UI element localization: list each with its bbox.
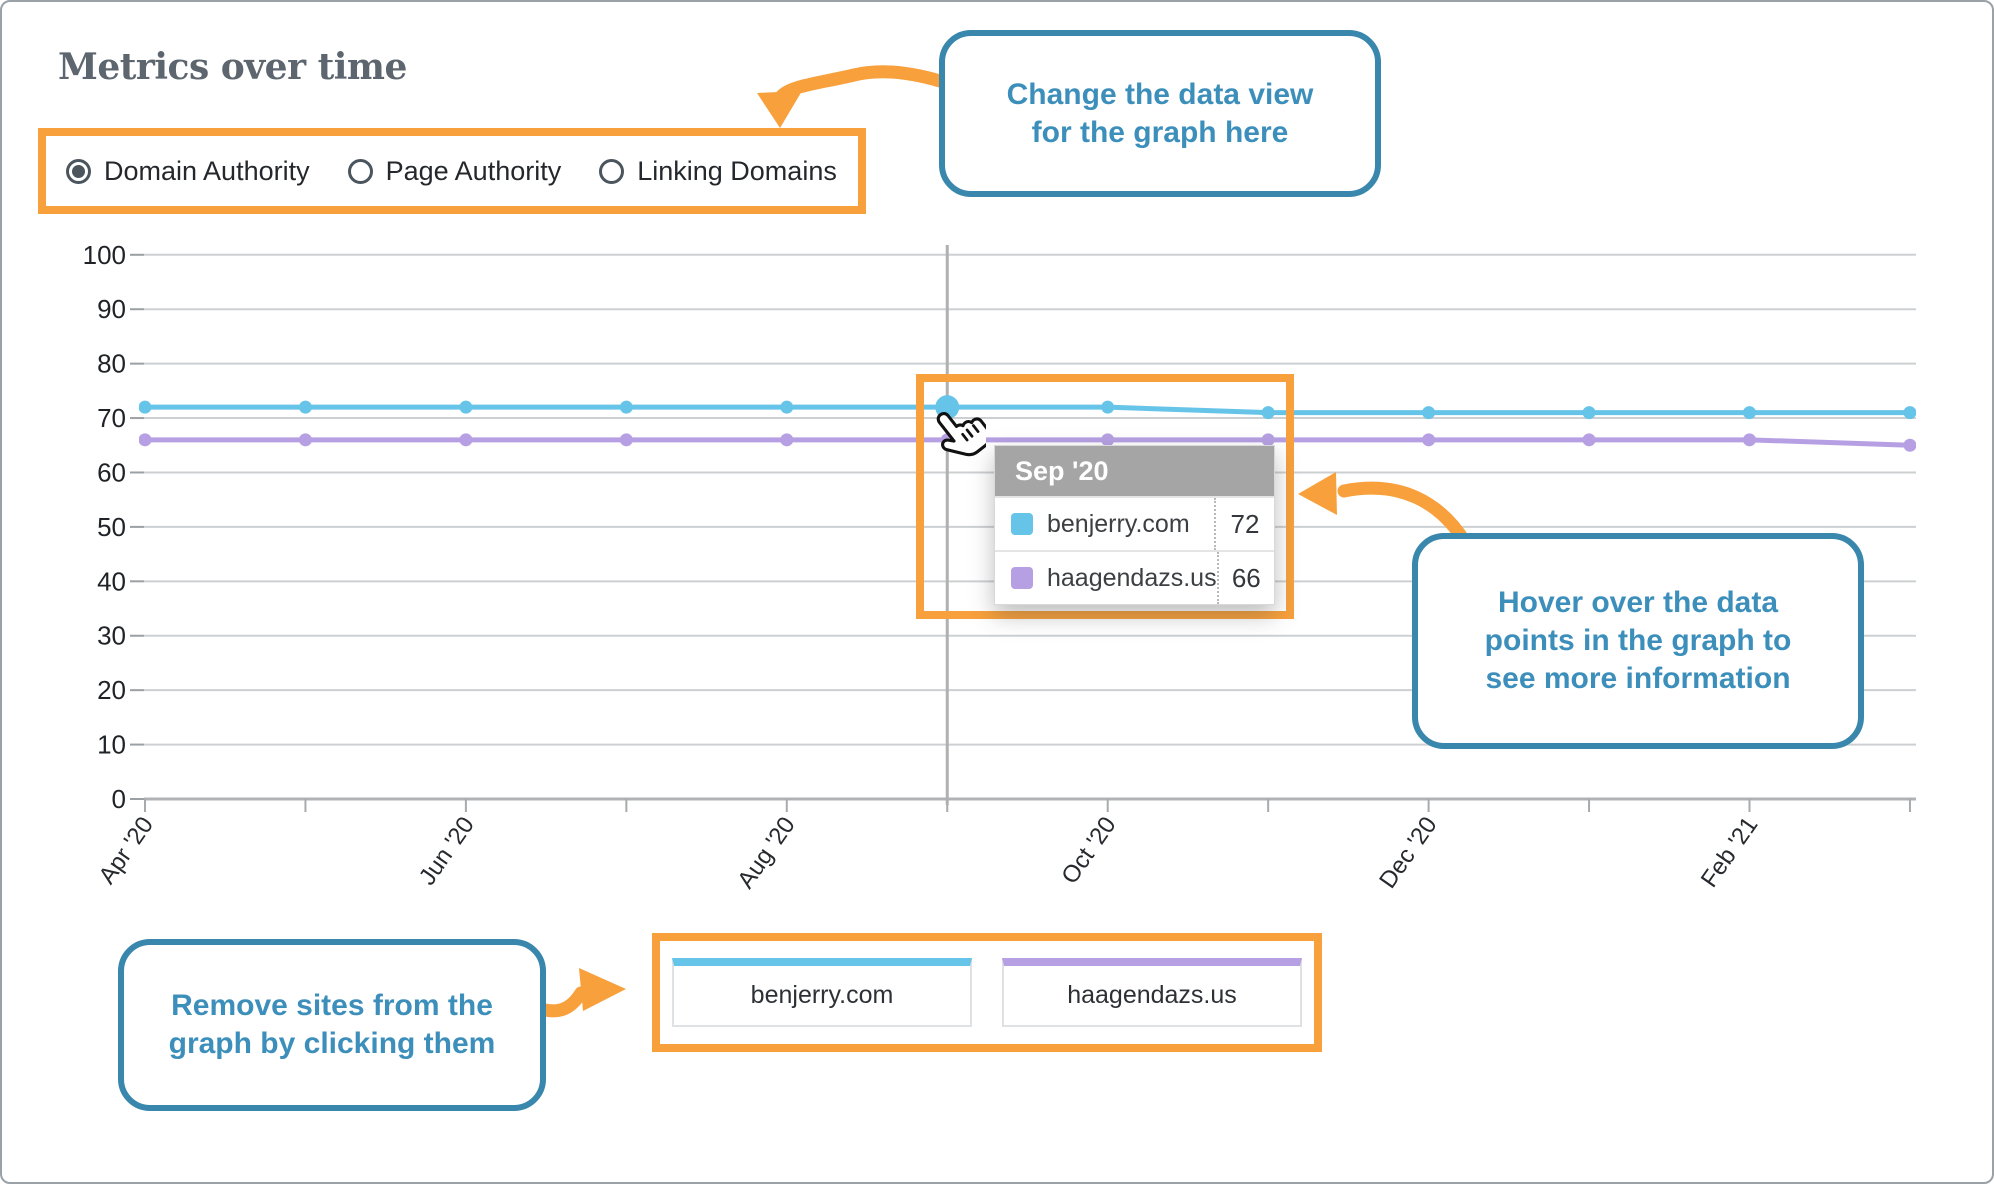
radio-page-authority[interactable]: Page Authority: [347, 155, 562, 187]
benjerry-series-swatch-icon: [1011, 513, 1033, 535]
svg-text:Aug '20: Aug '20: [732, 812, 800, 894]
metric-selector-highlight-box: Domain Authority Page Authority Linking …: [38, 128, 866, 214]
callout-text: Change the data view for the graph here: [1006, 77, 1314, 149]
tooltip-site-value: 66: [1216, 552, 1274, 604]
svg-text:40: 40: [97, 566, 126, 596]
svg-text:100: 100: [83, 240, 126, 270]
chart-tooltip: Sep '20 benjerry.com 72 haagendazs.us 66: [994, 445, 1275, 605]
tooltip-date-header: Sep '20: [995, 446, 1274, 496]
svg-text:0: 0: [112, 784, 126, 814]
svg-text:10: 10: [97, 730, 126, 760]
tooltip-row: haagendazs.us 66: [995, 550, 1274, 604]
tooltip-site-name: haagendazs.us: [1047, 563, 1217, 592]
radio-domain-authority[interactable]: Domain Authority: [66, 156, 310, 187]
callout-hover-data-points: Hover over the data points in the graph …: [1412, 533, 1864, 749]
svg-text:Oct '20: Oct '20: [1056, 812, 1121, 889]
haagendazs-series-swatch-icon: [1011, 567, 1033, 589]
radio-unselected-icon[interactable]: [599, 158, 625, 184]
radio-linking-domains[interactable]: Linking Domains: [599, 156, 837, 187]
hover-highlight-box: [916, 374, 1294, 619]
legend-site-haagendazs[interactable]: haagendazs.us: [1002, 958, 1302, 1027]
svg-text:Jun '20: Jun '20: [414, 812, 480, 890]
svg-text:70: 70: [97, 403, 126, 433]
tooltip-row: benjerry.com 72: [995, 496, 1274, 550]
svg-text:90: 90: [97, 294, 126, 324]
legend-site-benjerry[interactable]: benjerry.com: [672, 958, 972, 1027]
tooltip-site-value: 72: [1214, 498, 1274, 550]
legend-site-label: haagendazs.us: [1067, 981, 1237, 1009]
svg-text:20: 20: [97, 675, 126, 705]
svg-text:Dec '20: Dec '20: [1374, 812, 1442, 894]
tooltip-site-name: benjerry.com: [1047, 509, 1190, 538]
radio-label: Linking Domains: [637, 155, 837, 186]
legend-highlight-box: benjerry.com haagendazs.us: [652, 933, 1322, 1052]
svg-text:50: 50: [97, 512, 126, 542]
svg-text:60: 60: [97, 457, 126, 487]
radio-label: Page Authority: [385, 155, 562, 186]
radio-label: Domain Authority: [104, 155, 310, 186]
svg-text:Apr '20: Apr '20: [94, 812, 159, 889]
callout-remove-sites: Remove sites from the graph by clicking …: [118, 939, 546, 1111]
radio-unselected-icon[interactable]: [347, 158, 373, 184]
page-title: Metrics over time: [58, 46, 407, 88]
svg-text:30: 30: [97, 621, 126, 651]
callout-text: Remove sites from the graph by clicking …: [168, 989, 496, 1060]
svg-text:Feb '21: Feb '21: [1696, 812, 1764, 892]
svg-text:80: 80: [97, 349, 126, 379]
radio-selected-icon[interactable]: [66, 158, 91, 184]
callout-text: Hover over the data points in the graph …: [1484, 586, 1792, 695]
legend-site-label: benjerry.com: [750, 981, 894, 1009]
callout-change-data-view: Change the data view for the graph here: [939, 30, 1381, 197]
